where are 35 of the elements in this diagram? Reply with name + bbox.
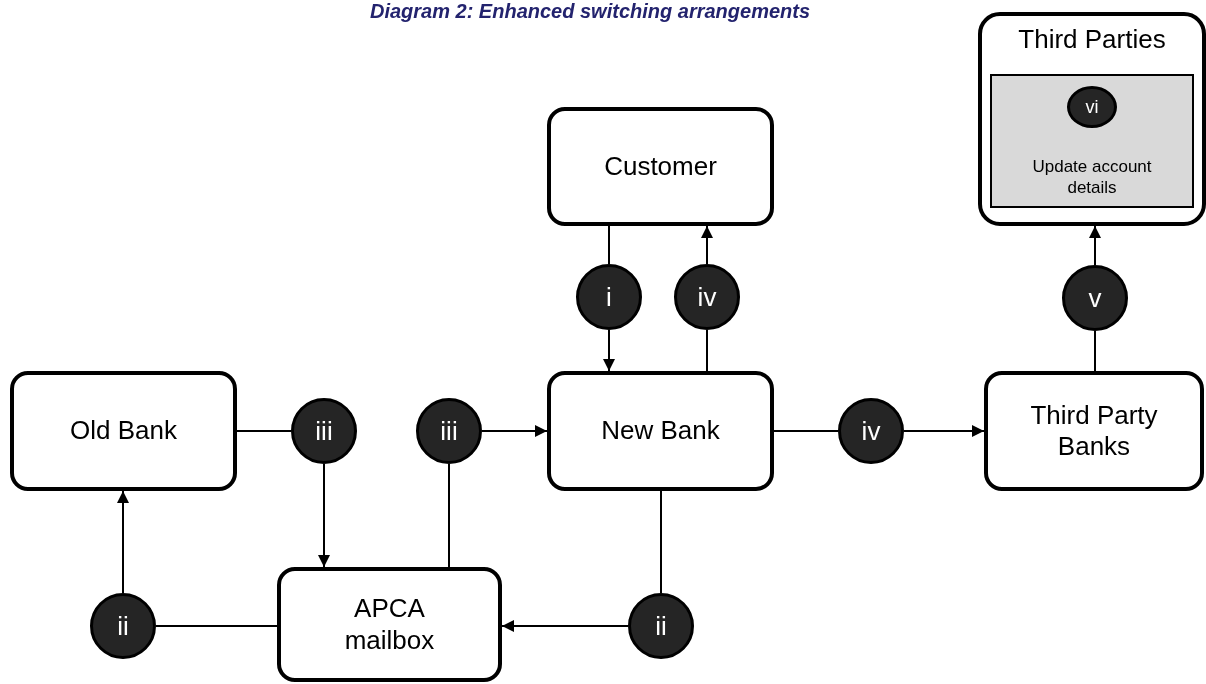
arrow (1089, 225, 1101, 266)
connector-line (236, 430, 292, 432)
connector-line (706, 329, 708, 372)
arrow (903, 425, 985, 437)
node-label: Third Parties (1018, 24, 1166, 55)
arrow (501, 620, 629, 632)
arrow (318, 463, 330, 568)
arrow (481, 425, 548, 437)
step-number-circle: vi (1067, 86, 1117, 128)
step-number-circle: iii (416, 398, 482, 464)
diagram-title: Diagram 2: Enhanced switching arrangements (368, 0, 812, 23)
process-box: Customer (547, 107, 774, 226)
step-number-circle: iii (291, 398, 357, 464)
process-box: Old Bank (10, 371, 237, 491)
step-panel (990, 74, 1194, 208)
process-box: New Bank (547, 371, 774, 491)
step-number-circle: iv (838, 398, 904, 464)
process-box: APCA mailbox (277, 567, 502, 682)
connector-line (155, 625, 278, 627)
step-number-circle: v (1062, 265, 1128, 331)
step-number-circle: ii (628, 593, 694, 659)
process-box: Third Party Banks (984, 371, 1204, 491)
node-label: Update account details (1031, 155, 1153, 198)
connector-line (1094, 330, 1096, 372)
step-number-circle: iv (674, 264, 740, 330)
arrow (701, 225, 713, 265)
arrow (117, 490, 129, 594)
connector-line (660, 490, 662, 594)
step-number-circle: ii (90, 593, 156, 659)
connector-line (608, 225, 610, 265)
group-box (978, 12, 1206, 226)
connector-line (773, 430, 839, 432)
connector-line (448, 463, 450, 568)
step-number-circle: i (576, 264, 642, 330)
arrow (603, 329, 615, 372)
